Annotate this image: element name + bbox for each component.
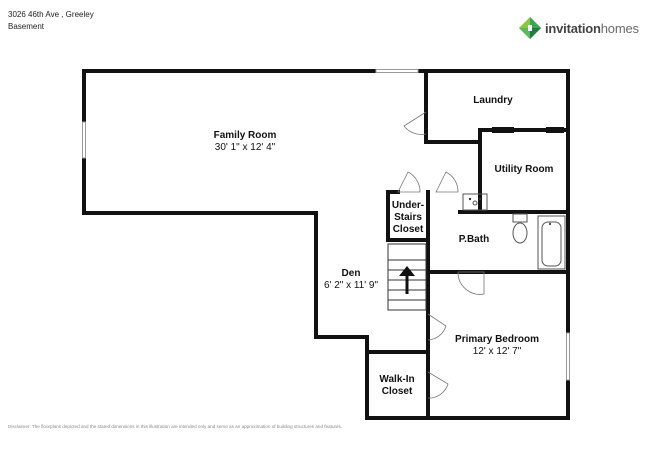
- utility-door: [435, 171, 459, 193]
- bath-door: [457, 271, 485, 295]
- outer-wall: [82, 69, 570, 420]
- brand-logo: invitationhomes: [519, 17, 639, 39]
- doors: [397, 111, 485, 399]
- bathtub-icon: [537, 215, 566, 270]
- sink-icon: [462, 193, 488, 211]
- brand-name-part1: invitation: [545, 20, 601, 36]
- room-understairs: Under- Stairs Closet: [392, 200, 424, 236]
- brand-logo-icon: [519, 17, 541, 39]
- utility-shelf-right: [546, 127, 564, 133]
- laundry-door: [403, 111, 427, 135]
- understairs-line2: Stairs: [394, 212, 422, 223]
- closet-door: [397, 171, 421, 193]
- walls: [82, 69, 570, 420]
- room-family-name: Family Room: [213, 130, 277, 141]
- room-den-name: Den: [341, 268, 361, 279]
- stairs: [387, 243, 427, 311]
- toilet-bowl-icon: [512, 222, 528, 244]
- room-laundry-name: Laundry: [473, 95, 513, 106]
- window-top: [375, 69, 419, 73]
- room-bedroom-dims: 12' x 12' 7": [472, 346, 522, 357]
- property-address: 3026 46th Ave , Greeley: [8, 10, 94, 19]
- windows: [82, 69, 570, 381]
- brand-name-part2: homes: [600, 20, 639, 36]
- floor-level: Basement: [8, 22, 45, 31]
- room-primary-bedroom: Primary Bedroom 12' x 12' 7": [455, 334, 539, 358]
- room-laundry: Laundry: [473, 95, 512, 107]
- understairs-line1: Under-: [391, 200, 425, 211]
- bath-fixtures: [462, 193, 566, 270]
- room-pbath: P.Bath: [459, 234, 489, 246]
- sink-taps: [468, 197, 482, 201]
- walkin-line2: Closet: [381, 386, 413, 397]
- window-left: [82, 121, 86, 159]
- room-den-dims: 6' 2" x 11' 9": [323, 280, 379, 291]
- room-family: Family Room 30' 1" x 12' 4": [214, 130, 277, 154]
- sink-drain: [472, 200, 478, 206]
- window-gaps: [82, 69, 570, 380]
- brand-logo-text: invitationhomes: [545, 21, 639, 36]
- utility-fixtures: [492, 127, 564, 133]
- room-bedroom-name: Primary Bedroom: [455, 334, 539, 345]
- room-utility: Utility Room: [495, 164, 554, 176]
- bedroom-door: [427, 313, 447, 341]
- utility-shelf-left: [492, 127, 514, 133]
- room-family-dims: 30' 1" x 12' 4": [214, 142, 276, 153]
- toilet-tank-icon: [512, 213, 528, 223]
- room-den: Den 6' 2" x 11' 9": [324, 268, 378, 292]
- room-utility-name: Utility Room: [494, 164, 554, 175]
- room-pbath-name: P.Bath: [458, 234, 490, 245]
- bathtub-basin: [541, 221, 562, 267]
- window-right: [566, 332, 570, 381]
- room-walkin: Walk-In Closet: [379, 374, 414, 398]
- walkin-door: [427, 371, 449, 399]
- understairs-line3: Closet: [392, 224, 424, 235]
- walkin-line1: Walk-In: [379, 374, 415, 385]
- stair-arrow-icon: [399, 266, 415, 294]
- tub-drain: [548, 222, 552, 226]
- disclaimer-text: Disclaimer: The floorplans depicted and …: [8, 424, 343, 429]
